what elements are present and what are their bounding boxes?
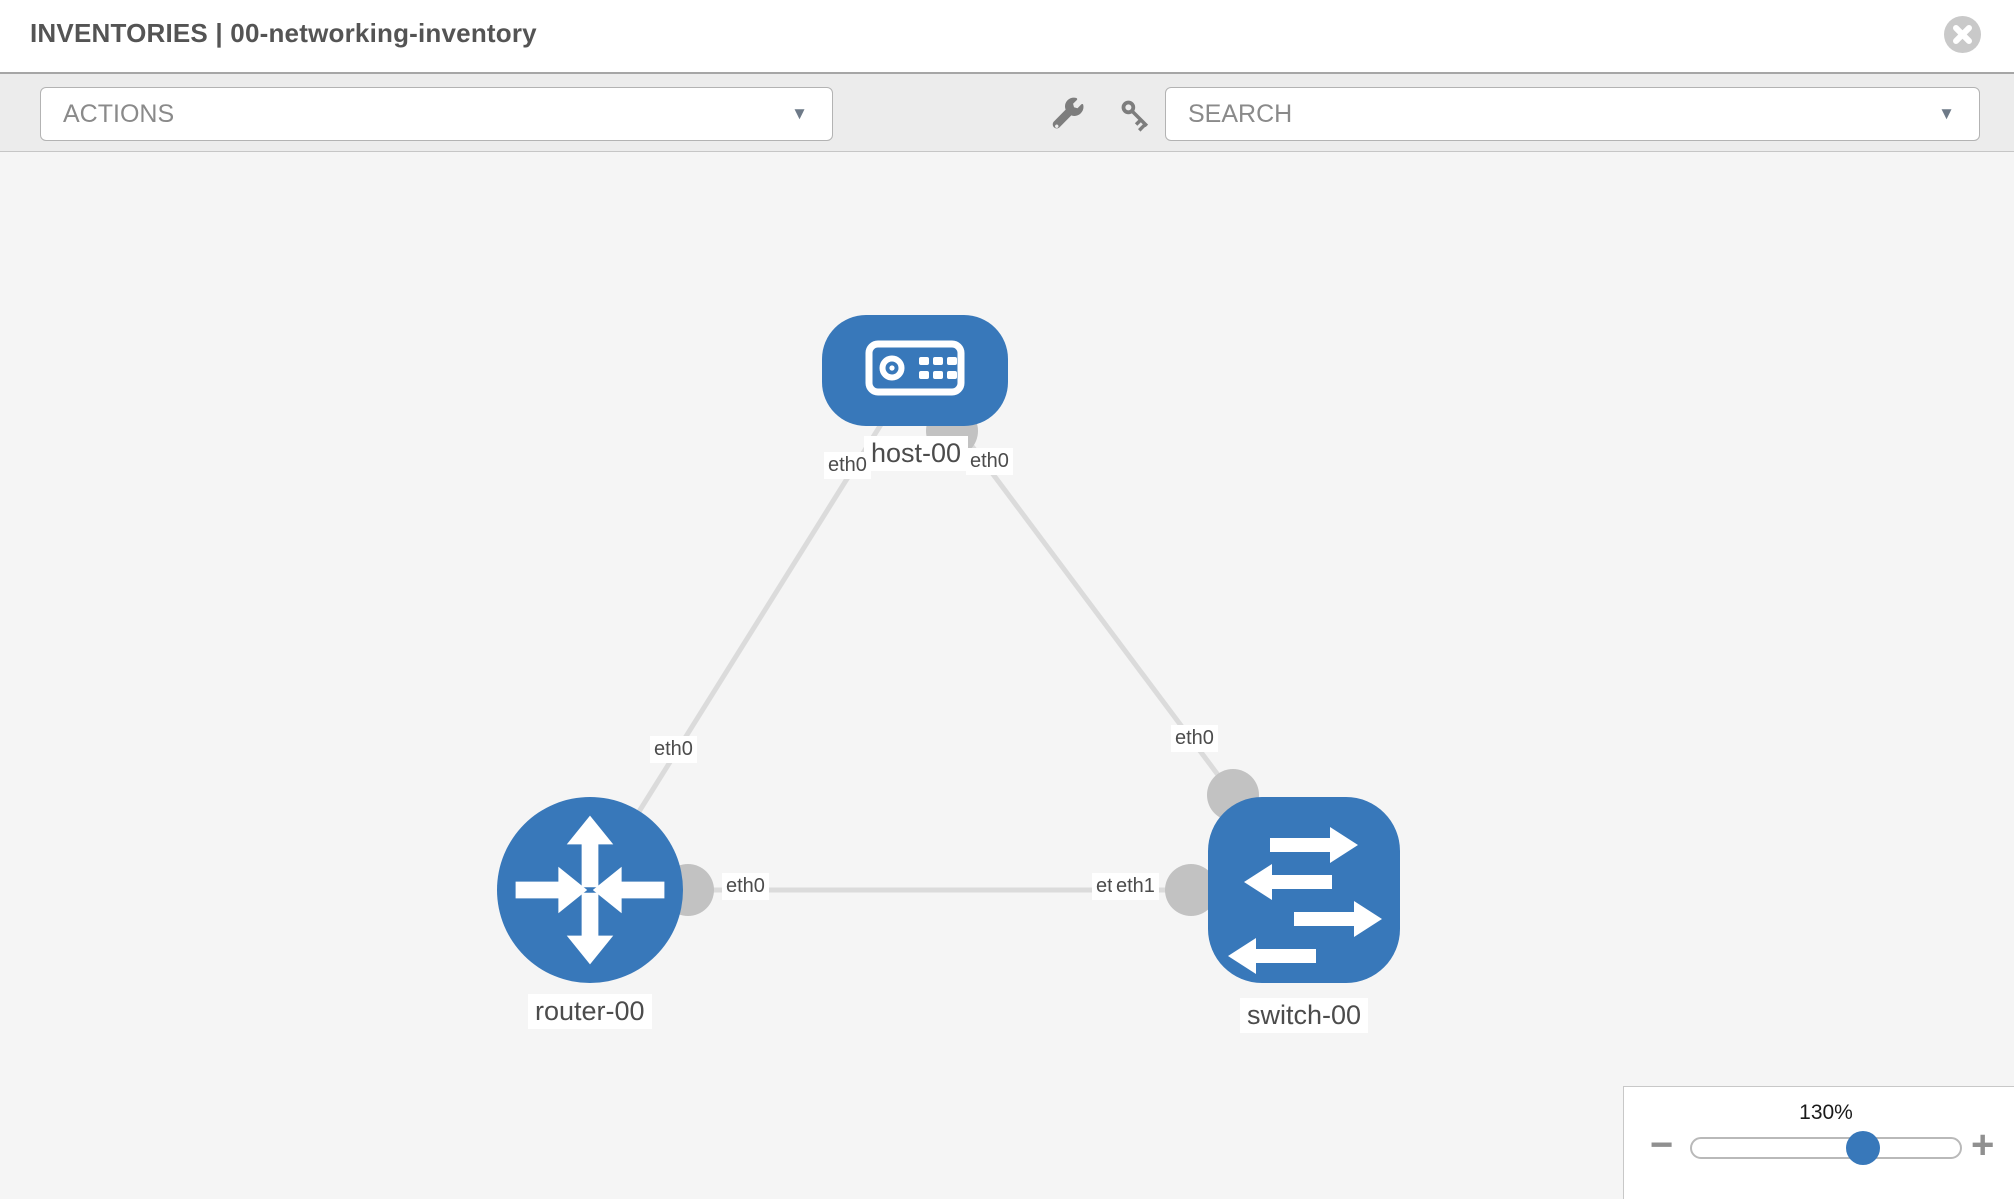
zoom-slider-track[interactable] [1690,1137,1962,1159]
zoom-slider-handle[interactable] [1846,1131,1880,1165]
toolbar: ACTIONS ▼ SEARCH ▼ [0,72,2014,152]
search-dropdown[interactable]: SEARCH ▼ [1165,87,1980,141]
node-label-switch: switch-00 [1240,998,1369,1033]
interface-label: eth0 [722,873,769,900]
node-label-host: host-00 [864,436,969,471]
configure-button[interactable] [1049,96,1087,134]
node-switch-00[interactable] [1208,797,1400,983]
interface-connector-switch-left[interactable] [1165,864,1217,916]
interface-label: eth0 [966,448,1013,475]
chevron-down-icon: ▼ [791,104,808,123]
key-icon [1117,100,1155,138]
actions-dropdown[interactable]: ACTIONS ▼ [40,87,833,141]
close-button[interactable] [1944,16,1981,53]
zoom-out-button[interactable]: − [1650,1123,1674,1167]
node-label-router: router-00 [528,994,652,1029]
key-legend-button[interactable] [1117,96,1155,134]
interface-label: eth0 [1171,725,1218,752]
topology-links-layer [587,368,1304,916]
topology-canvas[interactable]: host-00 eth0 eth0 eth0 eth0 eth0 eth0 et… [0,152,2014,1199]
search-dropdown-label: SEARCH [1188,100,1293,128]
chevron-down-icon: ▼ [1938,104,1955,123]
interface-label: eth1 [1112,873,1159,900]
node-host-00[interactable] [822,315,1008,426]
actions-dropdown-label: ACTIONS [63,100,175,128]
zoom-in-button[interactable]: + [1971,1123,1995,1167]
node-router-00[interactable] [497,797,683,983]
zoom-control-panel: 130% − + [1623,1086,2014,1199]
modal-header: INVENTORIES | 00-networking-inventory [0,0,2014,72]
zoom-level-value: 130% [1799,1101,1853,1124]
interface-label: eth0 [824,452,871,479]
page-title: INVENTORIES | 00-networking-inventory [30,18,537,48]
wrench-icon [1049,97,1087,138]
interface-label: eth0 [650,736,697,763]
